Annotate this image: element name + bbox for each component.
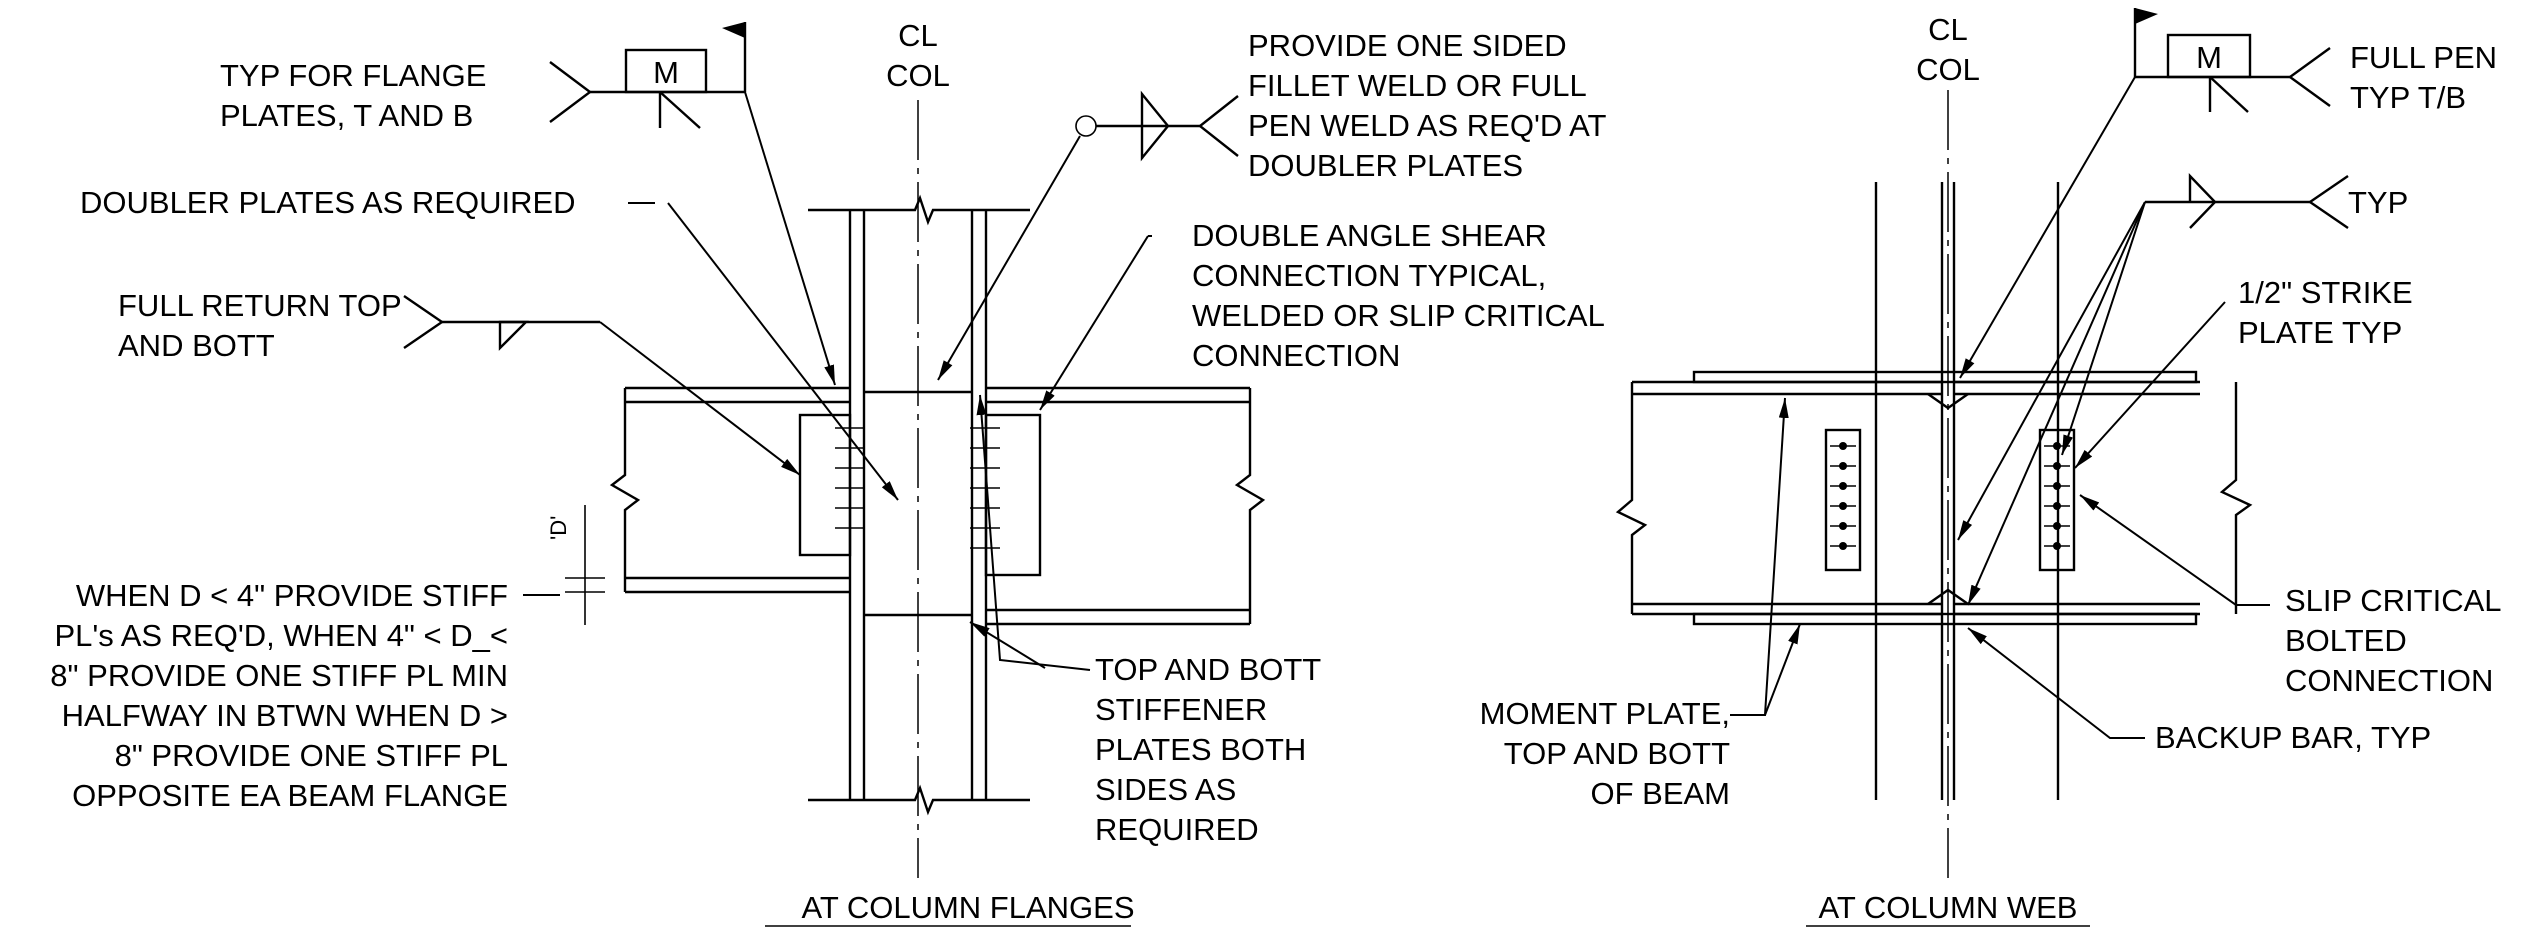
svg-text:TYP FOR FLANGE: TYP FOR FLANGE <box>220 58 486 93</box>
note-flange-plates: TYP FOR FLANGE PLATES, T AND B <box>220 58 486 133</box>
note-shear-connection: DOUBLE ANGLE SHEAR CONNECTION TYPICAL, W… <box>1192 218 1605 373</box>
left-shear-angle-west <box>798 413 852 557</box>
right-detail: CL COL <box>1480 8 2502 927</box>
svg-text:MOMENT PLATE,: MOMENT PLATE, <box>1480 696 1730 731</box>
svg-text:TOP AND BOTT: TOP AND BOTT <box>1504 736 1730 771</box>
svg-text:FULL RETURN TOP: FULL RETURN TOP <box>118 288 402 323</box>
svg-text:DOUBLE ANGLE SHEAR: DOUBLE ANGLE SHEAR <box>1192 218 1547 253</box>
left-weld-symbol-return <box>403 295 600 351</box>
svg-text:CONNECTION: CONNECTION <box>2285 663 2493 698</box>
svg-text:WHEN D < 4" PROVIDE STIFF: WHEN D < 4" PROVIDE STIFF <box>76 578 508 613</box>
right-top-moment-plate <box>1692 370 2198 384</box>
svg-text:PL's AS REQ'D, WHEN 4" < D_<: PL's AS REQ'D, WHEN 4" < D_< <box>54 618 508 653</box>
svg-text:M: M <box>2196 40 2222 75</box>
svg-text:8" PROVIDE ONE STIFF PL: 8" PROVIDE ONE STIFF PL <box>115 738 508 773</box>
svg-text:WELDED OR SLIP CRITICAL: WELDED OR SLIP CRITICAL <box>1192 298 1605 333</box>
right-weld-symbol-typ <box>2145 173 2349 229</box>
left-weld-symbol-one-sided <box>1075 90 1239 162</box>
right-bottom-backup-bar <box>1927 588 1969 605</box>
svg-text:OPPOSITE EA BEAM FLANGE: OPPOSITE EA BEAM FLANGE <box>72 778 508 813</box>
left-shear-angle-east <box>984 413 1042 577</box>
svg-text:STIFFENER: STIFFENER <box>1095 692 1267 727</box>
left-col-label: COL <box>886 58 950 93</box>
right-weld-symbol-m: M <box>2133 8 2331 113</box>
svg-text:OF BEAM: OF BEAM <box>1590 776 1730 811</box>
left-beam-east <box>986 386 1266 626</box>
left-weld-m-letter: M <box>653 55 679 90</box>
right-detail-title: AT COLUMN WEB <box>1819 890 2078 925</box>
left-beam-west <box>609 386 850 594</box>
note-full-return: FULL RETURN TOP AND BOTT <box>118 288 402 363</box>
svg-text:CL: CL <box>1928 12 1968 47</box>
svg-text:1/2" STRIKE: 1/2" STRIKE <box>2238 275 2413 310</box>
svg-text:TYP T/B: TYP T/B <box>2350 80 2466 115</box>
svg-text:REQUIRED: REQUIRED <box>1095 812 1259 847</box>
svg-text:8" PROVIDE ONE STIFF PL MIN: 8" PROVIDE ONE STIFF PL MIN <box>50 658 508 693</box>
note-moment-plate: MOMENT PLATE, TOP AND BOTT OF BEAM <box>1480 696 1730 811</box>
svg-text:PLATES, T AND B: PLATES, T AND B <box>220 98 473 133</box>
svg-text:PLATE TYP: PLATE TYP <box>2238 315 2402 350</box>
left-weld-symbol-m: M <box>549 22 747 129</box>
note-stiff-rule: WHEN D < 4" PROVIDE STIFF PL's AS REQ'D,… <box>50 578 508 813</box>
right-cl-col-label: CL COL <box>1916 12 1980 87</box>
left-detail: CL COL <box>50 18 1607 927</box>
svg-text:BOLTED: BOLTED <box>2285 623 2407 658</box>
right-field-weld-flag-icon <box>2135 8 2158 24</box>
svg-text:COL: COL <box>1916 52 1980 87</box>
left-field-weld-flag-icon <box>722 22 745 38</box>
left-cl-col-label: CL COL <box>886 18 950 93</box>
left-d-dimension: 'D' <box>546 505 605 625</box>
right-column <box>1874 182 2060 800</box>
svg-text:PROVIDE ONE SIDED: PROVIDE ONE SIDED <box>1248 28 1567 63</box>
note-backup-bar: BACKUP BAR, TYP <box>2155 720 2431 755</box>
note-typ: TYP <box>2348 185 2408 220</box>
note-doubler-plates: DOUBLER PLATES AS REQUIRED <box>80 185 576 220</box>
svg-text:FILLET WELD OR FULL: FILLET WELD OR FULL <box>1248 68 1587 103</box>
right-top-backup-bar <box>1927 393 1969 410</box>
svg-text:DOUBLER PLATES: DOUBLER PLATES <box>1248 148 1523 183</box>
left-cl-label: CL <box>898 18 938 53</box>
note-stiffener-plates: TOP AND BOTT STIFFENER PLATES BOTH SIDES… <box>1095 652 1321 847</box>
right-beam <box>1615 380 2253 616</box>
svg-text:PLATES BOTH: PLATES BOTH <box>1095 732 1306 767</box>
svg-text:PEN WELD AS REQ'D AT: PEN WELD AS REQ'D AT <box>1248 108 1607 143</box>
note-one-sided-weld: PROVIDE ONE SIDED FILLET WELD OR FULL PE… <box>1248 28 1607 183</box>
svg-text:SIDES AS: SIDES AS <box>1095 772 1236 807</box>
right-bottom-moment-plate <box>1692 612 2198 626</box>
left-column <box>808 194 1030 816</box>
note-full-pen: FULL PEN TYP T/B <box>2350 40 2497 115</box>
right-shear-plate-east <box>2038 428 2076 572</box>
svg-text:CONNECTION TYPICAL,: CONNECTION TYPICAL, <box>1192 258 1546 293</box>
svg-text:TOP AND BOTT: TOP AND BOTT <box>1095 652 1321 687</box>
d-dimension-label: 'D' <box>546 516 571 540</box>
note-slip-critical: SLIP CRITICAL BOLTED CONNECTION <box>2285 583 2502 698</box>
right-shear-plate-west <box>1824 428 1862 572</box>
svg-text:AND BOTT: AND BOTT <box>118 328 275 363</box>
note-strike-plate: 1/2" STRIKE PLATE TYP <box>2238 275 2413 350</box>
right-bolts <box>1830 442 2070 550</box>
svg-text:HALFWAY IN BTWN WHEN D >: HALFWAY IN BTWN WHEN D > <box>62 698 508 733</box>
svg-text:CONNECTION: CONNECTION <box>1192 338 1400 373</box>
svg-text:FULL PEN: FULL PEN <box>2350 40 2497 75</box>
left-detail-title: AT COLUMN FLANGES <box>801 890 1134 925</box>
svg-text:SLIP CRITICAL: SLIP CRITICAL <box>2285 583 2502 618</box>
